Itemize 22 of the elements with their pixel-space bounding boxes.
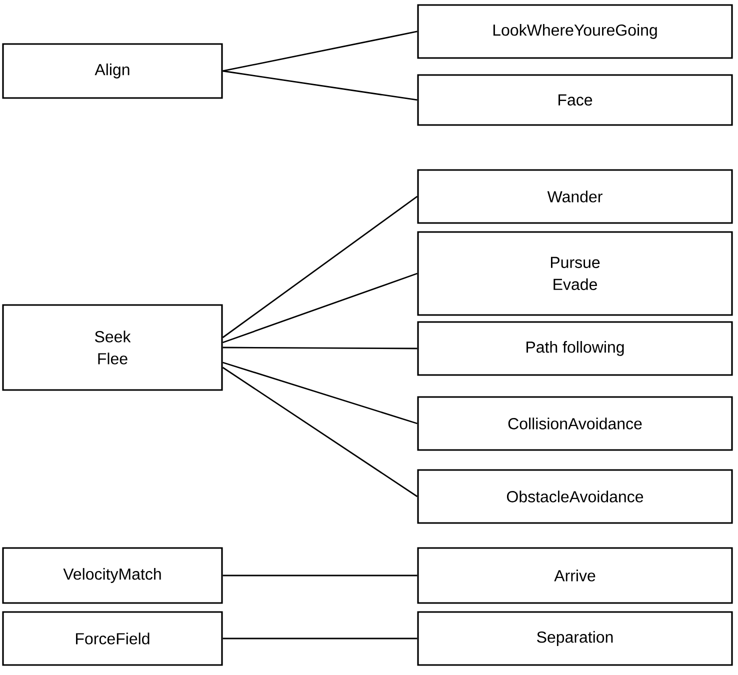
box: Pursue Evade [417,231,733,316]
connector-line [222,362,418,424]
connector-line [222,638,418,640]
box: Separation [417,611,733,666]
connector-line [222,30,418,72]
box: VelocityMatch [2,547,223,604]
box: Seek Flee [2,304,223,391]
box: Align [2,43,223,99]
box: Wander [417,169,733,224]
box: Path following [417,321,733,376]
connector-line [222,346,418,350]
box: Arrive [417,547,733,604]
connector-line [222,70,418,101]
box: LookWhereYoureGoing [417,4,733,59]
connector-line [222,196,418,338]
connector-line [222,272,418,344]
box: ForceField [2,611,223,666]
box: ObstacleAvoidance [417,469,733,524]
connector-line [222,366,418,498]
box: CollisionAvoidance [417,396,733,451]
connector-line [222,574,418,576]
box: Face [417,74,733,126]
